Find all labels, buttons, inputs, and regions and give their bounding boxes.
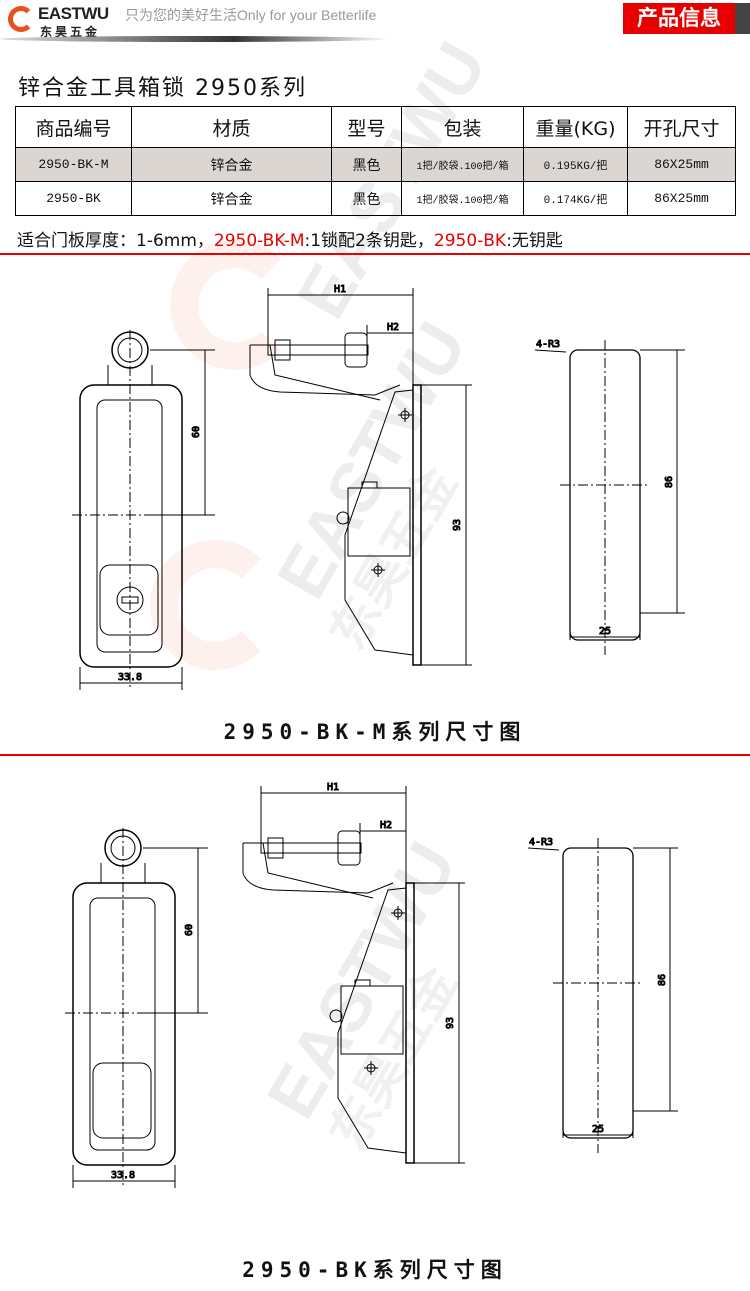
table-row: 2950-BK-M 锌合金 黑色 1把/胶袋.100把/箱 0.195KG/把 …	[15, 147, 736, 182]
table-row: 2950-BK 锌合金 黑色 1把/胶袋.100把/箱 0.174KG/把 86…	[15, 181, 736, 216]
cell: 2950-BK	[15, 181, 132, 216]
dimension-label: 25	[592, 1124, 604, 1135]
cell: 1把/胶袋.100把/箱	[401, 147, 524, 182]
cell: 86X25mm	[627, 147, 736, 182]
front-view: 60 33.8	[72, 330, 215, 690]
dimension-label: 86	[664, 476, 675, 488]
spec-table: 商品编号 材质 型号 包装 重量(KG) 开孔尺寸 2950-BK-M 锌合金 …	[15, 106, 736, 216]
note-text: :无钥匙	[506, 231, 563, 251]
logo-icon	[8, 6, 34, 32]
cell: 0.195KG/把	[523, 147, 628, 182]
col-header: 型号	[331, 106, 402, 148]
dimension-label: 86	[657, 974, 668, 986]
section-badge: 产品信息	[623, 3, 735, 34]
thickness-note: 适合门板厚度：1-6mm，2950-BK-M:1锁配2条钥匙，2950-BK:无…	[17, 226, 563, 251]
cell: 锌合金	[131, 147, 332, 182]
dimension-label: H1	[334, 284, 346, 295]
dimension-label: 93	[452, 519, 463, 531]
note-text: 适合门板厚度：1-6mm，	[17, 231, 214, 251]
badge-edge	[735, 3, 750, 34]
dimension-label: 33.8	[111, 1170, 135, 1181]
note-model: 2950-BK-M	[213, 231, 305, 251]
cell: 2950-BK-M	[15, 147, 132, 182]
divider	[0, 253, 750, 255]
cell: 黑色	[331, 147, 402, 182]
dimension-label: 60	[191, 426, 202, 438]
dimension-label: H2	[387, 322, 399, 333]
col-header: 包装	[401, 106, 524, 148]
col-header: 材质	[131, 106, 332, 148]
logo-text: EASTWU	[38, 4, 109, 23]
brand-logo[interactable]: EASTWU 东昊五金	[8, 4, 118, 39]
page-title: 锌合金工具箱锁 2950系列	[18, 76, 307, 101]
header-divider	[0, 36, 390, 42]
note-text: :1锁配2条钥匙，	[304, 231, 434, 251]
note-model: 2950-BK	[433, 231, 507, 251]
slogan: 只为您的美好生活Only for your Betterlife	[125, 7, 377, 23]
dimension-label: H2	[380, 820, 392, 831]
drawing-caption: 2950-BK-M系列尺寸图	[223, 720, 527, 744]
col-header: 商品编号	[15, 106, 132, 148]
dimension-label: H1	[327, 782, 339, 793]
dimension-label: 4-R3	[529, 837, 553, 848]
cell: 1把/胶袋.100把/箱	[401, 181, 524, 216]
divider	[0, 754, 750, 756]
cell: 黑色	[331, 181, 402, 216]
cutout-view: 86 25 4-R3	[527, 837, 678, 1153]
logo-subtext: 东昊五金	[40, 25, 101, 39]
col-header: 重量(KG)	[523, 106, 628, 148]
dimension-label: 4-R3	[536, 339, 560, 350]
dimension-label: 33.8	[118, 672, 142, 683]
cell: 86X25mm	[627, 181, 736, 216]
cutout-view: 86 25 4-R3	[534, 339, 685, 655]
front-view: 60 33.8	[65, 828, 208, 1188]
header: EASTWU 东昊五金 只为您的美好生活Only for your Better…	[0, 0, 750, 50]
dimension-label: 25	[599, 626, 611, 637]
dimension-label: 60	[184, 924, 195, 936]
drawing-caption: 2950-BK系列尺寸图	[242, 1258, 508, 1282]
cell: 锌合金	[131, 181, 332, 216]
dimension-label: 93	[445, 1017, 456, 1029]
cell: 0.174KG/把	[523, 181, 628, 216]
table-header-row: 商品编号 材质 型号 包装 重量(KG) 开孔尺寸	[15, 106, 736, 148]
col-header: 开孔尺寸	[627, 106, 736, 148]
